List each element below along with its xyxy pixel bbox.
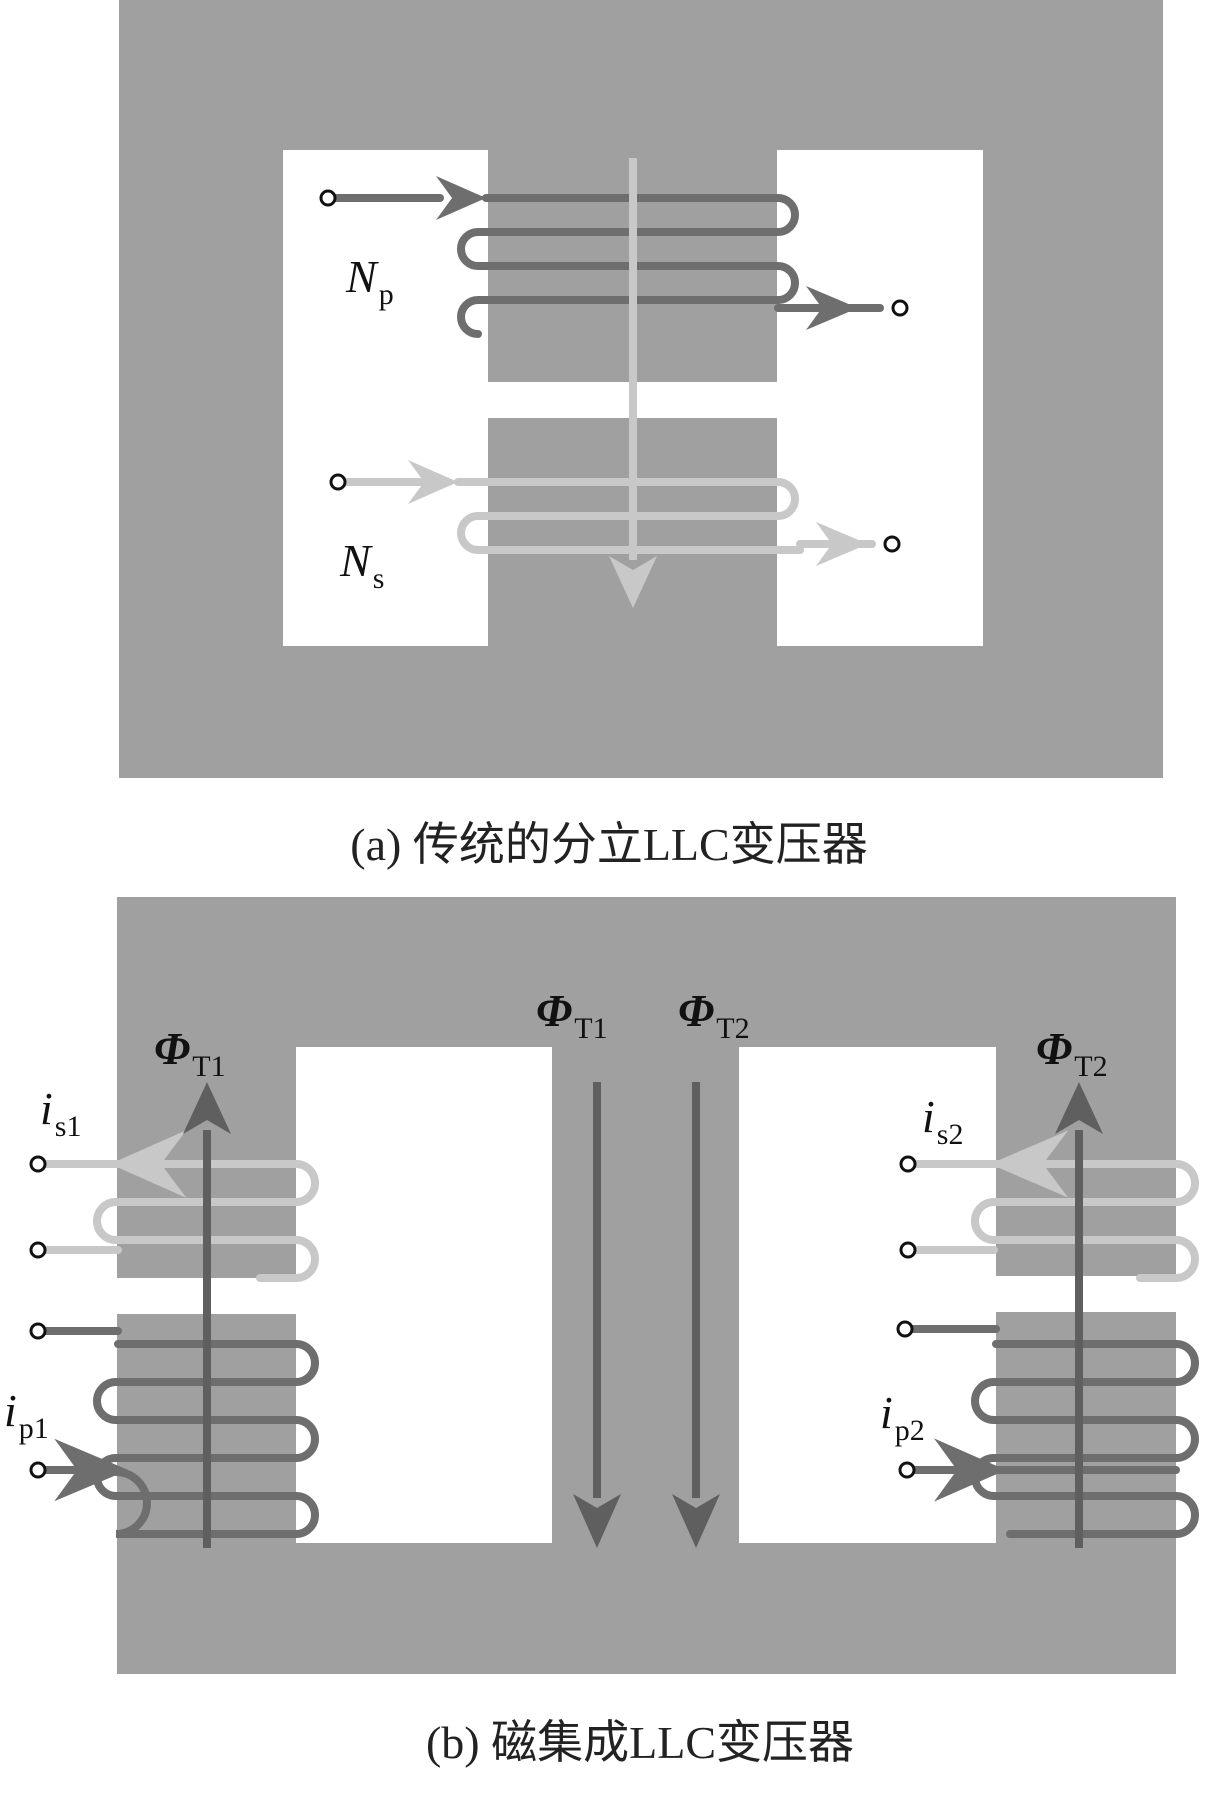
terminal-b-s1-a	[29, 1155, 47, 1173]
terminal-b-p1-a	[29, 1322, 47, 1340]
label-ip1: ip1	[4, 1385, 49, 1445]
diagram-b: ΦT1 ΦT1 ΦT2 ΦT2 is1 ip1 is2 ip2 (b) 磁集成L…	[4, 897, 1199, 1768]
label-np: Np	[345, 251, 394, 311]
flux-arrow-right-up	[1055, 1082, 1103, 1548]
secondary-winding-b2	[910, 1130, 1199, 1282]
flux-arrow-center-1	[573, 1082, 621, 1548]
secondary-winding-b1	[40, 1130, 319, 1282]
terminal-b-s1-b	[29, 1241, 47, 1259]
primary-winding-b1	[40, 1327, 319, 1538]
terminal-b-s2-a	[899, 1155, 917, 1173]
label-ns: Ns	[339, 535, 384, 595]
primary-winding-a	[332, 176, 884, 338]
terminal-a-p-in	[319, 189, 337, 207]
label-phi-t2-right: ΦT2	[1036, 1023, 1108, 1083]
caption-b: (b) 磁集成LLC变压器	[426, 1717, 854, 1768]
diagram-a: Np Ns (a) 传统的分立LLC变压器	[119, 0, 1163, 870]
label-phi-t1-center: ΦT1	[536, 985, 608, 1045]
terminal-b-p2-a	[896, 1320, 914, 1338]
label-is2: is2	[922, 1091, 963, 1151]
label-phi-t2-center: ΦT2	[678, 985, 750, 1045]
primary-winding-b2	[908, 1325, 1199, 1538]
terminal-a-p-out	[891, 299, 909, 317]
caption-a: (a) 传统的分立LLC变压器	[350, 819, 867, 870]
terminal-a-s-out	[883, 535, 901, 553]
window-b-left	[296, 1047, 552, 1543]
window-a-right	[777, 150, 983, 646]
secondary-winding-a	[342, 460, 876, 566]
terminal-b-s2-b	[899, 1241, 917, 1259]
label-phi-t1-left: ΦT1	[154, 1023, 226, 1083]
flux-arrow-center-2	[672, 1082, 720, 1548]
label-is1: is1	[40, 1083, 81, 1143]
window-a-left	[283, 150, 488, 646]
flux-arrow-left-up	[183, 1082, 231, 1548]
label-ip2: ip2	[880, 1387, 925, 1447]
terminal-a-s-in	[329, 473, 347, 491]
terminal-b-p2-b	[898, 1461, 916, 1479]
flux-arrow-a	[609, 158, 657, 608]
terminal-b-p1-b	[29, 1461, 47, 1479]
